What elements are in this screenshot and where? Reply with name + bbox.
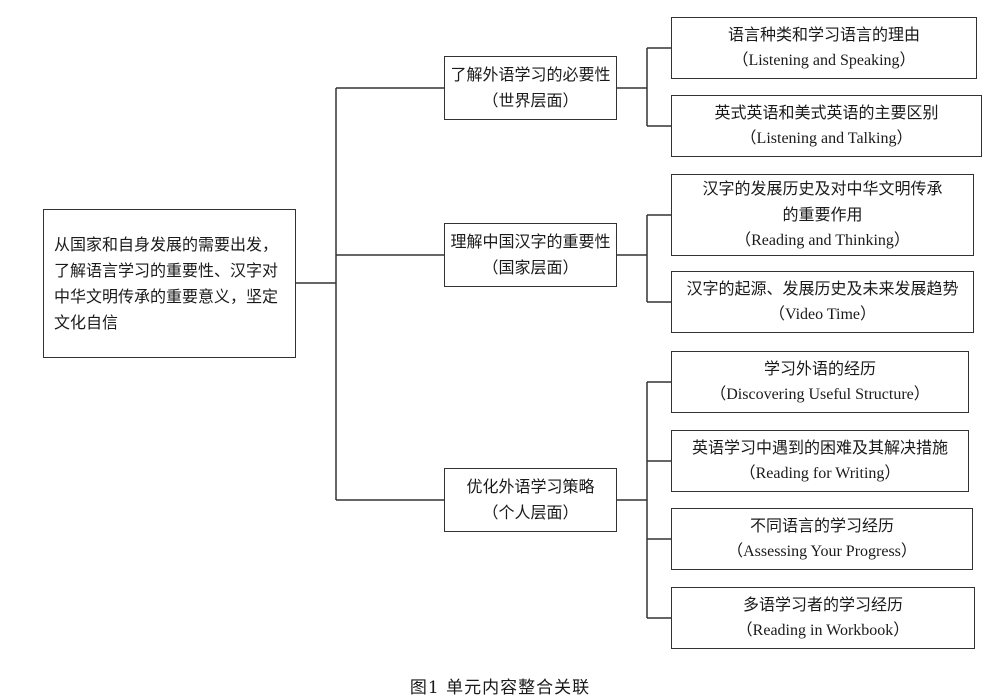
leaf-box: 汉字的发展历史及对中华文明传承 的重要作用 （Reading and Think… [671, 174, 974, 256]
leaf-box: 汉字的起源、发展历史及未来发展趋势 （Video Time） [671, 271, 974, 333]
group-title: 优化外语学习策略 [466, 477, 595, 496]
figure-caption: 图1 单元内容整合关联 [409, 678, 591, 698]
leaf-en: （Video Time） [768, 306, 877, 323]
leaf-cn: 英式英语和美式英语的主要区别 [714, 103, 939, 122]
leaf-cn: 的重要作用 [782, 205, 863, 224]
group-level: （世界层面） [482, 91, 579, 110]
root-line: 中华文明传承的重要意义，坚定 [54, 286, 279, 306]
root-goal-box: 从国家和自身发展的需要出发， 了解语言学习的重要性、汉字对 中华文明传承的重要意… [43, 209, 296, 358]
root-line: 从国家和自身发展的需要出发， [54, 234, 279, 254]
group-world-box: 了解外语学习的必要性 （世界层面） [444, 56, 617, 120]
leaf-cn: 汉字的发展历史及对中华文明传承 [702, 179, 943, 198]
root-line: 文化自信 [54, 312, 119, 332]
leaf-box: 英语学习中遇到的困难及其解决措施 （Reading for Writing） [671, 430, 969, 492]
leaf-cn: 汉字的起源、发展历史及未来发展趋势 [686, 279, 959, 298]
leaf-cn: 不同语言的学习经历 [749, 516, 894, 535]
leaf-box: 语言种类和学习语言的理由 （Listening and Speaking） [671, 17, 977, 79]
group-personal-box: 优化外语学习策略 （个人层面） [444, 468, 617, 532]
leaf-en: （Reading and Thinking） [735, 232, 910, 249]
leaf-en: （Assessing Your Progress） [727, 543, 917, 560]
root-line: 了解语言学习的重要性、汉字对 [54, 260, 279, 280]
leaf-cn: 学习外语的经历 [763, 359, 876, 378]
leaf-en: （Discovering Useful Structure） [710, 386, 930, 403]
group-level: （个人层面） [482, 503, 579, 522]
leaf-box: 英式英语和美式英语的主要区别 （Listening and Talking） [671, 95, 982, 157]
group-nation-box: 理解中国汉字的重要性 （国家层面） [444, 223, 617, 287]
leaf-cn: 多语学习者的学习经历 [742, 595, 903, 614]
leaf-en: （Reading for Writing） [739, 465, 901, 482]
leaf-box: 多语学习者的学习经历 （Reading in Workbook） [671, 587, 975, 649]
leaf-cn: 英语学习中遇到的困难及其解决措施 [691, 438, 948, 457]
leaf-en: （Listening and Talking） [740, 130, 913, 147]
leaf-en: （Reading in Workbook） [736, 622, 910, 639]
leaf-en: （Listening and Speaking） [732, 52, 916, 69]
group-title: 理解中国汉字的重要性 [450, 232, 611, 251]
leaf-box: 学习外语的经历 （Discovering Useful Structure） [671, 351, 969, 413]
group-level: （国家层面） [482, 258, 579, 277]
leaf-box: 不同语言的学习经历 （Assessing Your Progress） [671, 508, 973, 570]
group-title: 了解外语学习的必要性 [450, 65, 611, 84]
leaf-cn: 语言种类和学习语言的理由 [727, 25, 920, 44]
